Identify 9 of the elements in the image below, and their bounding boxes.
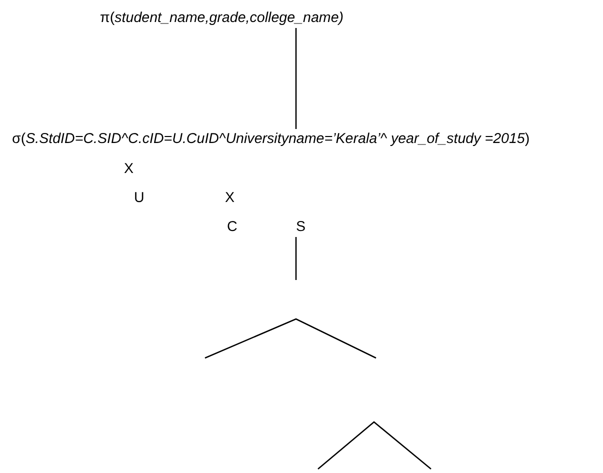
relation-label: X bbox=[124, 162, 134, 176]
relation-label: S bbox=[296, 220, 306, 234]
relation-label: X bbox=[225, 191, 235, 205]
operator-label: π(student_name,grade,college_name) bbox=[100, 11, 344, 25]
operator-label: σ(S.StdID=C.SID^C.cID=U.CuID^Universityname=’Kerala’^ year_of_study =2015) bbox=[12, 132, 530, 146]
relation-label: C bbox=[227, 220, 238, 234]
relation-label: U bbox=[134, 191, 144, 205]
tree-line bbox=[295, 237, 297, 280]
tree-line bbox=[295, 28, 297, 129]
